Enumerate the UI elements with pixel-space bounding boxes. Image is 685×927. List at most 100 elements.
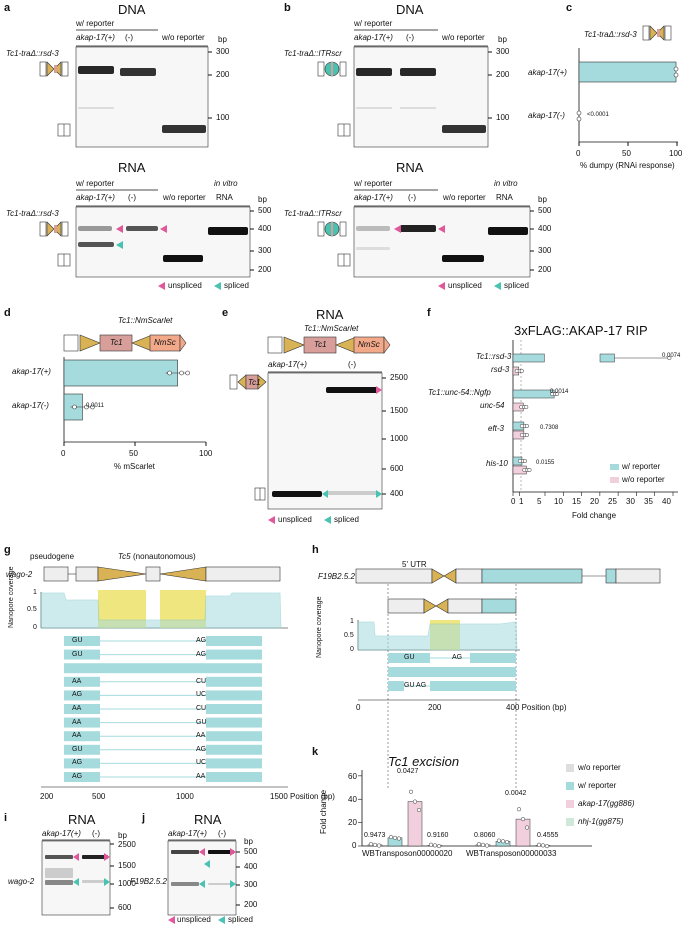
b-rna-title: RNA (396, 160, 424, 175)
a-rna-lane-minus: (-) (128, 193, 136, 202)
k-ytick-0: 0 (352, 841, 357, 850)
b-tick-0: 300 (496, 47, 510, 56)
i-tick-0: 2500 (118, 840, 136, 849)
b-w-reporter: w/ reporter (354, 19, 393, 28)
f-row-5: his-10 (486, 459, 508, 468)
h-ytick-1: 0.5 (344, 632, 354, 639)
k-point-0-0-0 (368, 842, 374, 847)
a-tick-0: 300 (216, 47, 230, 56)
d-xtick-1: 50 (129, 449, 138, 458)
a-rna-w-reporter: w/ reporter (76, 179, 115, 188)
k-point-0-1-2 (396, 836, 402, 841)
d-xtick-2: 100 (199, 449, 213, 458)
h-read-0-exon1 (388, 653, 430, 663)
k-point-1-1-2 (504, 839, 510, 845)
d-point-0-0 (167, 370, 172, 376)
b-in-vitro-rna: RNA (496, 193, 513, 202)
panel-label-j: j (142, 812, 146, 824)
f-xtick-9: 40 (662, 497, 671, 506)
c-point-0-b (673, 72, 679, 78)
g-read-1-donor: GU (72, 650, 83, 658)
k-point-0-3-0 (428, 842, 434, 847)
k-point-0-3-1 (432, 843, 438, 848)
j-tick-3: 200 (244, 900, 258, 909)
b-tick-2: 100 (496, 113, 510, 122)
h-read-1-full (388, 667, 516, 677)
k-ylabel: Fold change (319, 789, 328, 834)
a-in-vitro-rna: RNA (216, 193, 233, 202)
k-point-1-0-0 (476, 842, 482, 847)
k-legend-0: w/o reporter (578, 763, 621, 772)
e-tick-4: 400 (390, 489, 404, 498)
k-pvalue-1-1: 0.0042 (505, 790, 527, 797)
b-rna-lane-plus: akap-17(+) (354, 193, 393, 202)
i-title: RNA (68, 812, 96, 827)
b-rna-tick-0: 500 (538, 206, 552, 215)
g-read-10-exon2 (206, 772, 262, 782)
f-point-5-0-2 (522, 458, 528, 464)
g-xtick-0: 200 (40, 792, 54, 801)
d-point-0-1 (179, 370, 184, 376)
f-bar-0-0-left (512, 353, 545, 363)
f-point-3-1-2 (524, 404, 529, 410)
k-legend-3: nhj-1(gg875) (578, 817, 624, 826)
panel-label-a: a (4, 2, 11, 14)
b-legend-spliced: spliced (504, 281, 529, 290)
k-point-0-2-0 (408, 789, 414, 794)
e-lane-0: akap-17(+) (268, 360, 307, 369)
g-read-4-donor: AG (72, 691, 83, 699)
g-read-8-donor: GU (72, 745, 83, 753)
j-lane-0: akap-17(+) (168, 829, 207, 838)
f-xlabel: Fold change (572, 511, 617, 520)
k-point-0-0-2 (376, 843, 382, 848)
a-rna-construct: Tc1-traΔ::rsd-3 (6, 209, 59, 218)
e-legend-unspliced: unspliced (278, 515, 312, 524)
a-rna-title: RNA (118, 160, 146, 175)
g-gene: wago-2 (6, 570, 33, 579)
k-ytick-1: 20 (348, 818, 357, 827)
g-read-9-acceptor: UC (196, 759, 207, 767)
g-read-3-acceptor: CU (196, 677, 207, 685)
g-read-6-acceptor: GU (196, 718, 207, 726)
b-tick-1: 200 (496, 70, 510, 79)
h-xtick-1: 200 (428, 703, 442, 712)
e-legend-spliced: spliced (334, 515, 359, 524)
c-xtick-2: 100 (669, 149, 683, 158)
c-row-0: akap-17(+) (528, 68, 567, 77)
b-lane-minus: (-) (406, 33, 414, 42)
k-point-0-0-1 (372, 842, 378, 847)
c-construct: Tc1-traΔ::rsd-3 (584, 30, 637, 39)
panel-label-h: h (312, 544, 319, 556)
e-tick-3: 600 (390, 464, 404, 473)
d-construct: Tc1::NmScarlet (118, 316, 173, 325)
j-bp: bp (244, 837, 253, 846)
panel-label-e: e (222, 307, 229, 319)
k-legend-1: w/ reporter (578, 781, 617, 790)
g-read-0-acceptor: AG (196, 637, 207, 644)
i-tick-1: 1500 (118, 861, 136, 870)
b-rna-lane-wo: w/o reporter (443, 193, 486, 202)
d-point-1-0 (72, 404, 77, 410)
k-point-1-0-1 (480, 842, 486, 847)
g-xtick-3: 1500 Position (bp) (270, 792, 335, 801)
a-tick-1: 200 (216, 70, 230, 79)
g-read-6-donor: AA (72, 718, 82, 726)
k-pvalue-1-0: 0.8060 (474, 832, 496, 839)
g-read-1-exon1 (64, 649, 100, 660)
g-read-3-exon2 (206, 676, 262, 687)
k-point-1-3-2 (544, 844, 550, 849)
d-row-0: akap-17(+) (12, 367, 51, 376)
b-rna-tick-3: 200 (538, 265, 552, 274)
panel-label-f: f (427, 307, 431, 319)
f-row-4: eft-3 (488, 424, 505, 433)
k-point-1-2-0 (516, 807, 522, 812)
c-point-1-a (576, 110, 582, 116)
i-tick-3: 600 (118, 903, 132, 912)
g-read-4-exon1 (64, 690, 100, 701)
e-nmsc: NmSc (358, 340, 380, 349)
